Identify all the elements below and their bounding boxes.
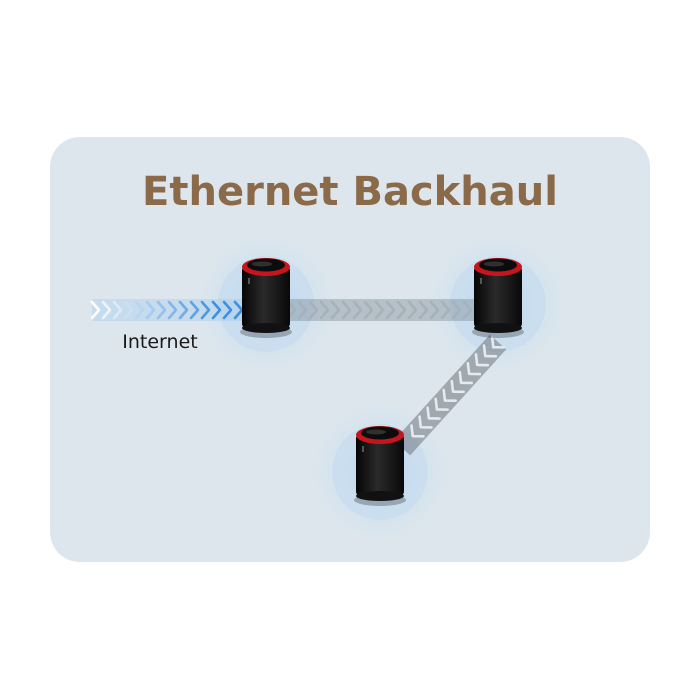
chevron-arrow-icon	[474, 353, 490, 367]
chevron-arrow-icon	[442, 388, 457, 403]
chevron-arrow-icon	[426, 406, 441, 420]
chevron-arrow-icon	[308, 300, 319, 320]
chevron-arrow-icon	[90, 300, 101, 320]
chevron-arrow-icon	[385, 300, 396, 320]
diagram-title: Ethernet Backhaul	[142, 169, 558, 215]
chevron-arrow-icon	[429, 300, 440, 320]
chevron-arrow-icon	[451, 300, 462, 320]
chevron-arrow-icon	[363, 300, 374, 320]
chevron-arrow-icon	[396, 300, 407, 320]
chevron-arrow-icon	[450, 379, 465, 394]
internet-label: Internet	[122, 331, 197, 353]
chevron-arrow-icon	[330, 300, 341, 320]
chevron-arrow-icon	[434, 397, 449, 411]
chevron-arrow-icon	[156, 300, 167, 320]
chevron-arrow-icon	[101, 300, 112, 320]
chevron-arrow-icon	[319, 300, 330, 320]
chevron-arrow-icon	[112, 300, 123, 320]
chevron-arrow-icon	[211, 300, 222, 320]
chevron-arrow-icon	[458, 370, 474, 385]
chevron-arrow-icon	[297, 300, 308, 320]
chevron-arrow-icon	[222, 300, 233, 320]
chevron-arrow-icon	[490, 335, 506, 349]
internet-link	[90, 299, 246, 321]
node-satellite-bottom	[354, 426, 406, 506]
chevron-arrow-icon	[286, 300, 297, 320]
chevron-arrow-icon	[134, 300, 145, 320]
chevron-arrow-icon	[352, 300, 363, 320]
chevron-arrow-icon	[418, 415, 433, 429]
chevron-arrow-icon	[341, 300, 352, 320]
chevron-arrow-icon	[482, 344, 498, 358]
chevron-arrow-icon	[407, 300, 418, 320]
chevron-arrow-icon	[123, 300, 134, 320]
chevron-arrow-icon	[374, 300, 385, 320]
chevron-arrow-icon	[410, 424, 425, 438]
chevron-arrow-icon	[200, 300, 211, 320]
chevron-arrow-icon	[178, 300, 189, 320]
chevron-arrow-icon	[462, 300, 473, 320]
chevron-arrow-icon	[145, 300, 156, 320]
chevron-arrow-icon	[466, 362, 482, 376]
node-satellite-right	[472, 258, 524, 338]
chevron-arrow-icon	[418, 300, 429, 320]
backhaul-link-horizontal	[286, 299, 480, 321]
node-primary	[240, 258, 292, 338]
chevron-arrow-icon	[189, 300, 200, 320]
chevron-arrow-icon	[167, 300, 178, 320]
chevron-arrow-icon	[440, 300, 451, 320]
backhaul-link-diagonal	[393, 334, 507, 456]
